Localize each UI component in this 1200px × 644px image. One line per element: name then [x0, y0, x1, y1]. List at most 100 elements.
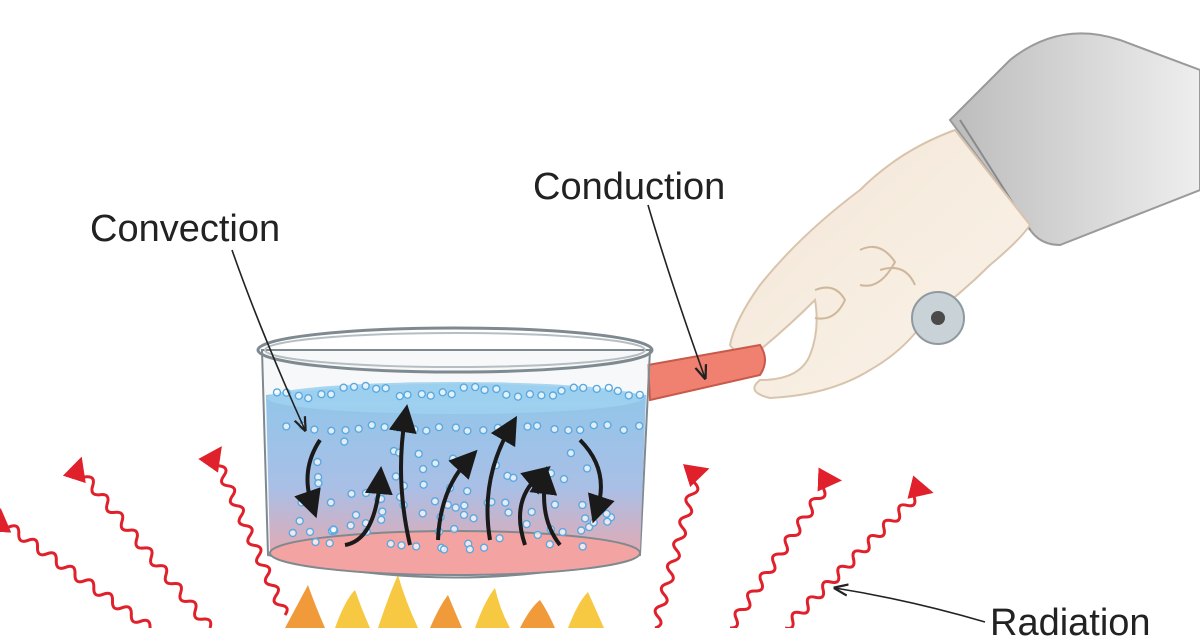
- bubble-icon: [432, 498, 439, 505]
- bubble-icon: [480, 427, 487, 434]
- bubble-icon: [378, 516, 385, 523]
- bubble-icon: [584, 465, 591, 472]
- bubble-icon: [510, 474, 517, 481]
- bubble-icon: [274, 389, 281, 396]
- bubble-icon: [362, 383, 369, 390]
- bubble-icon: [472, 384, 479, 391]
- bubble-icon: [296, 518, 303, 525]
- bubble-icon: [580, 384, 587, 391]
- bubble-icon: [318, 391, 325, 398]
- bubble-icon: [396, 393, 403, 400]
- bubble-icon: [341, 438, 348, 445]
- bubble-icon: [464, 488, 471, 495]
- bubble-icon: [395, 424, 402, 431]
- bubble-icon: [579, 502, 586, 509]
- bubble-icon: [295, 392, 302, 399]
- bubble-icon: [340, 384, 347, 391]
- bubble-icon: [307, 528, 314, 535]
- bubble-icon: [381, 424, 388, 431]
- bubble-icon: [387, 540, 394, 547]
- bubble-icon: [353, 512, 360, 519]
- bubble-icon: [493, 386, 500, 393]
- bubble-icon: [526, 391, 533, 398]
- bubble-icon: [461, 511, 468, 518]
- bubble-icon: [327, 499, 334, 506]
- convection-label: Convection: [90, 210, 280, 248]
- bubble-icon: [534, 422, 541, 429]
- bubble-icon: [314, 459, 321, 466]
- bubble-icon: [481, 387, 488, 394]
- flame-icon: [285, 575, 604, 628]
- bubble-icon: [441, 546, 448, 553]
- bubble-icon: [328, 427, 335, 434]
- bubble-icon: [413, 543, 420, 550]
- bubble-icon: [342, 427, 349, 434]
- bubble-icon: [620, 427, 627, 434]
- bubble-icon: [502, 499, 509, 506]
- bubble-icon: [363, 490, 370, 497]
- bubble-icon: [578, 527, 585, 534]
- bubble-icon: [418, 391, 425, 398]
- bubble-icon: [311, 426, 318, 433]
- bubble-icon: [470, 515, 477, 522]
- bubble-icon: [420, 466, 427, 473]
- bubble-icon: [373, 385, 380, 392]
- hand-icon: [730, 130, 1030, 398]
- bubble-icon: [570, 384, 577, 391]
- heat-transfer-diagram: Convection Conduction Radiation: [0, 0, 1200, 628]
- bubble-icon: [551, 426, 558, 433]
- bubble-icon: [305, 395, 312, 402]
- bubble-icon: [464, 427, 471, 434]
- bubble-icon: [466, 546, 473, 553]
- bubble-icon: [565, 427, 572, 434]
- bubble-icon: [382, 385, 389, 392]
- bubble-icon: [559, 529, 566, 536]
- bubble-icon: [636, 391, 643, 398]
- bubble-icon: [312, 539, 319, 546]
- bubble-icon: [452, 424, 459, 431]
- bubble-icon: [451, 526, 458, 533]
- bubble-icon: [436, 424, 443, 431]
- bubble-icon: [534, 531, 541, 538]
- bubble-icon: [604, 422, 611, 429]
- bubble-icon: [625, 392, 632, 399]
- bubble-icon: [415, 450, 422, 457]
- bubble-icon: [432, 460, 439, 467]
- bubble-icon: [494, 424, 501, 431]
- bubble-icon: [561, 476, 568, 483]
- bubble-icon: [398, 542, 405, 549]
- bubble-icon: [404, 391, 411, 398]
- bubble-icon: [461, 502, 468, 509]
- bubble-icon: [348, 490, 355, 497]
- bubble-icon: [605, 384, 612, 391]
- bubble-icon: [347, 522, 354, 529]
- radiation-arrow-icon: [0, 520, 150, 628]
- bubble-icon: [577, 427, 584, 434]
- bubble-icon: [547, 470, 554, 477]
- bubble-icon: [503, 391, 510, 398]
- bubble-icon: [546, 541, 553, 548]
- bubble-icon: [419, 510, 426, 517]
- bubble-icon: [636, 422, 643, 429]
- bubble-icon: [330, 526, 337, 533]
- conduction-label: Conduction: [533, 168, 725, 206]
- bubble-icon: [550, 392, 557, 399]
- bubble-icon: [496, 535, 503, 542]
- bubble-icon: [351, 383, 358, 390]
- bubble-icon: [420, 481, 427, 488]
- bubble-icon: [452, 504, 459, 511]
- bubble-icon: [289, 530, 296, 537]
- bubble-icon: [368, 422, 375, 429]
- bubble-icon: [558, 387, 565, 394]
- bubble-icon: [614, 388, 621, 395]
- bubble-icon: [326, 540, 333, 547]
- bubble-icon: [439, 389, 446, 396]
- bubble-icon: [423, 427, 430, 434]
- radiation-arrow-icon: [77, 468, 211, 628]
- bubble-icon: [567, 450, 574, 457]
- bubble-icon: [528, 508, 535, 515]
- bubble-icon: [481, 544, 488, 551]
- bubble-icon: [315, 480, 322, 487]
- bubble-icon: [515, 393, 522, 400]
- bubble-icon: [460, 384, 467, 391]
